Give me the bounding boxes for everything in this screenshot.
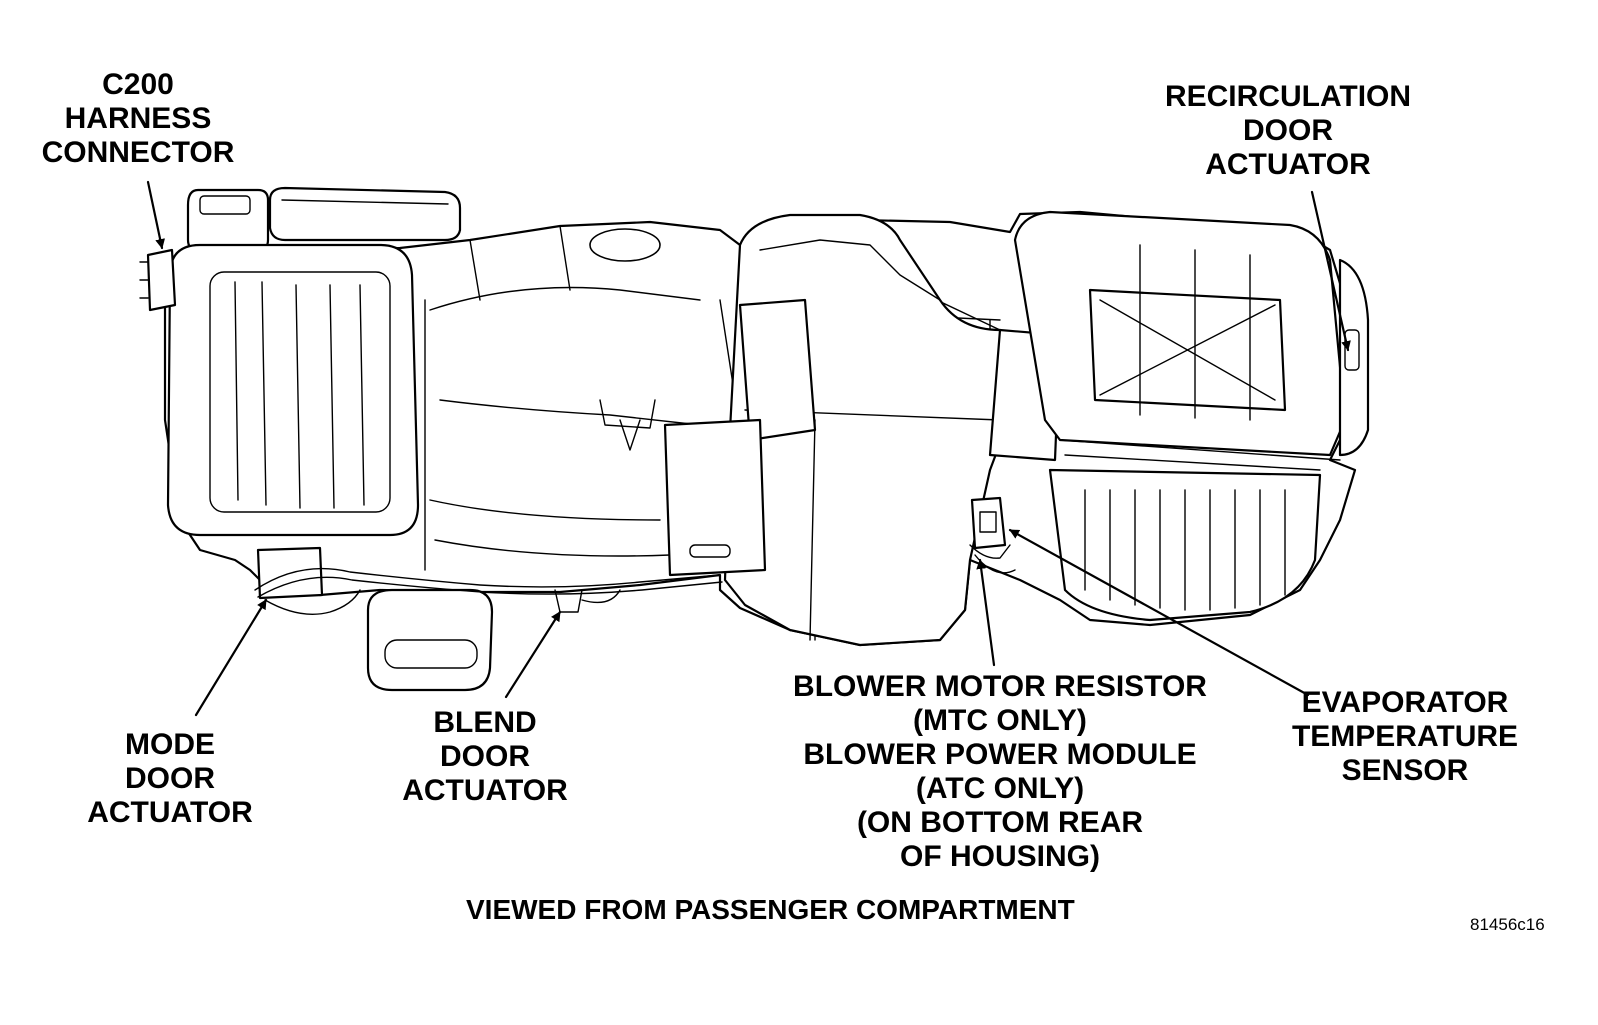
- arrow-c200: [146, 180, 165, 250]
- wire-harness: [254, 544, 1016, 615]
- label-line: DOOR: [440, 740, 530, 773]
- label-line: BLOWER MOTOR RESISTOR: [793, 670, 1207, 703]
- label-line: CONNECTOR: [41, 136, 235, 169]
- resistor-connector: [970, 496, 1007, 550]
- label-line: OF HOUSING): [900, 840, 1100, 873]
- hvac-housing: [139, 186, 1370, 692]
- leader-arrows: [146, 180, 1351, 717]
- label-line: (MTC ONLY): [913, 704, 1087, 737]
- label-line: SENSOR: [1341, 754, 1469, 787]
- label-line: RECIRCULATION: [1164, 80, 1412, 113]
- arrow-blend: [504, 610, 562, 699]
- label-line: (ATC ONLY): [915, 772, 1085, 805]
- label-line: C200: [102, 68, 174, 101]
- left-outlet-louvers: [234, 281, 365, 509]
- label-line: BLOWER POWER MODULE: [803, 738, 1197, 771]
- label-line: TEMPERATURE: [1291, 720, 1519, 753]
- label-line: (ON BOTTOM REAR: [856, 806, 1144, 839]
- label-line: DOOR: [1243, 114, 1333, 147]
- c200-connector: [146, 248, 177, 312]
- arrow-blower: [976, 558, 996, 667]
- label-recirculation-door-actuator: RECIRCULATION DOOR ACTUATOR: [1148, 80, 1428, 182]
- arrow-evap: [1008, 528, 1310, 697]
- recirc-grille-bars: [1099, 244, 1276, 421]
- arrow-recirc: [1310, 190, 1351, 352]
- label-line: ACTUATOR: [402, 774, 568, 807]
- duct-panel-lower: [663, 418, 767, 577]
- blower-fins: [1084, 489, 1286, 611]
- label-line: BLEND: [433, 706, 537, 739]
- duct-panel-left: [738, 298, 817, 442]
- left-outlet-frame: [166, 243, 420, 537]
- label-mode-door-actuator: MODE DOOR ACTUATOR: [70, 728, 270, 830]
- figure-id: 81456c16: [1470, 915, 1545, 934]
- label-line: EVAPORATOR: [1301, 686, 1509, 719]
- label-evaporator-temperature-sensor: EVAPORATOR TEMPERATURE SENSOR: [1280, 686, 1530, 788]
- label-line: DOOR: [125, 762, 215, 795]
- label-blower-motor-resistor: BLOWER MOTOR RESISTOR (MTC ONLY) BLOWER …: [780, 670, 1220, 874]
- top-outlet-center: [268, 186, 462, 242]
- label-c200-harness-connector: C200 HARNESS CONNECTOR: [38, 68, 238, 170]
- label-line: ACTUATOR: [1205, 148, 1371, 181]
- label-line: MODE: [125, 728, 215, 761]
- arrow-mode: [194, 598, 268, 717]
- label-line: HARNESS: [64, 102, 212, 135]
- figure-caption: VIEWED FROM PASSENGER COMPARTMENT: [466, 894, 1075, 925]
- label-blend-door-actuator: BLEND DOOR ACTUATOR: [385, 706, 585, 808]
- recirc-actuator: [1338, 258, 1370, 457]
- label-line: ACTUATOR: [87, 796, 253, 829]
